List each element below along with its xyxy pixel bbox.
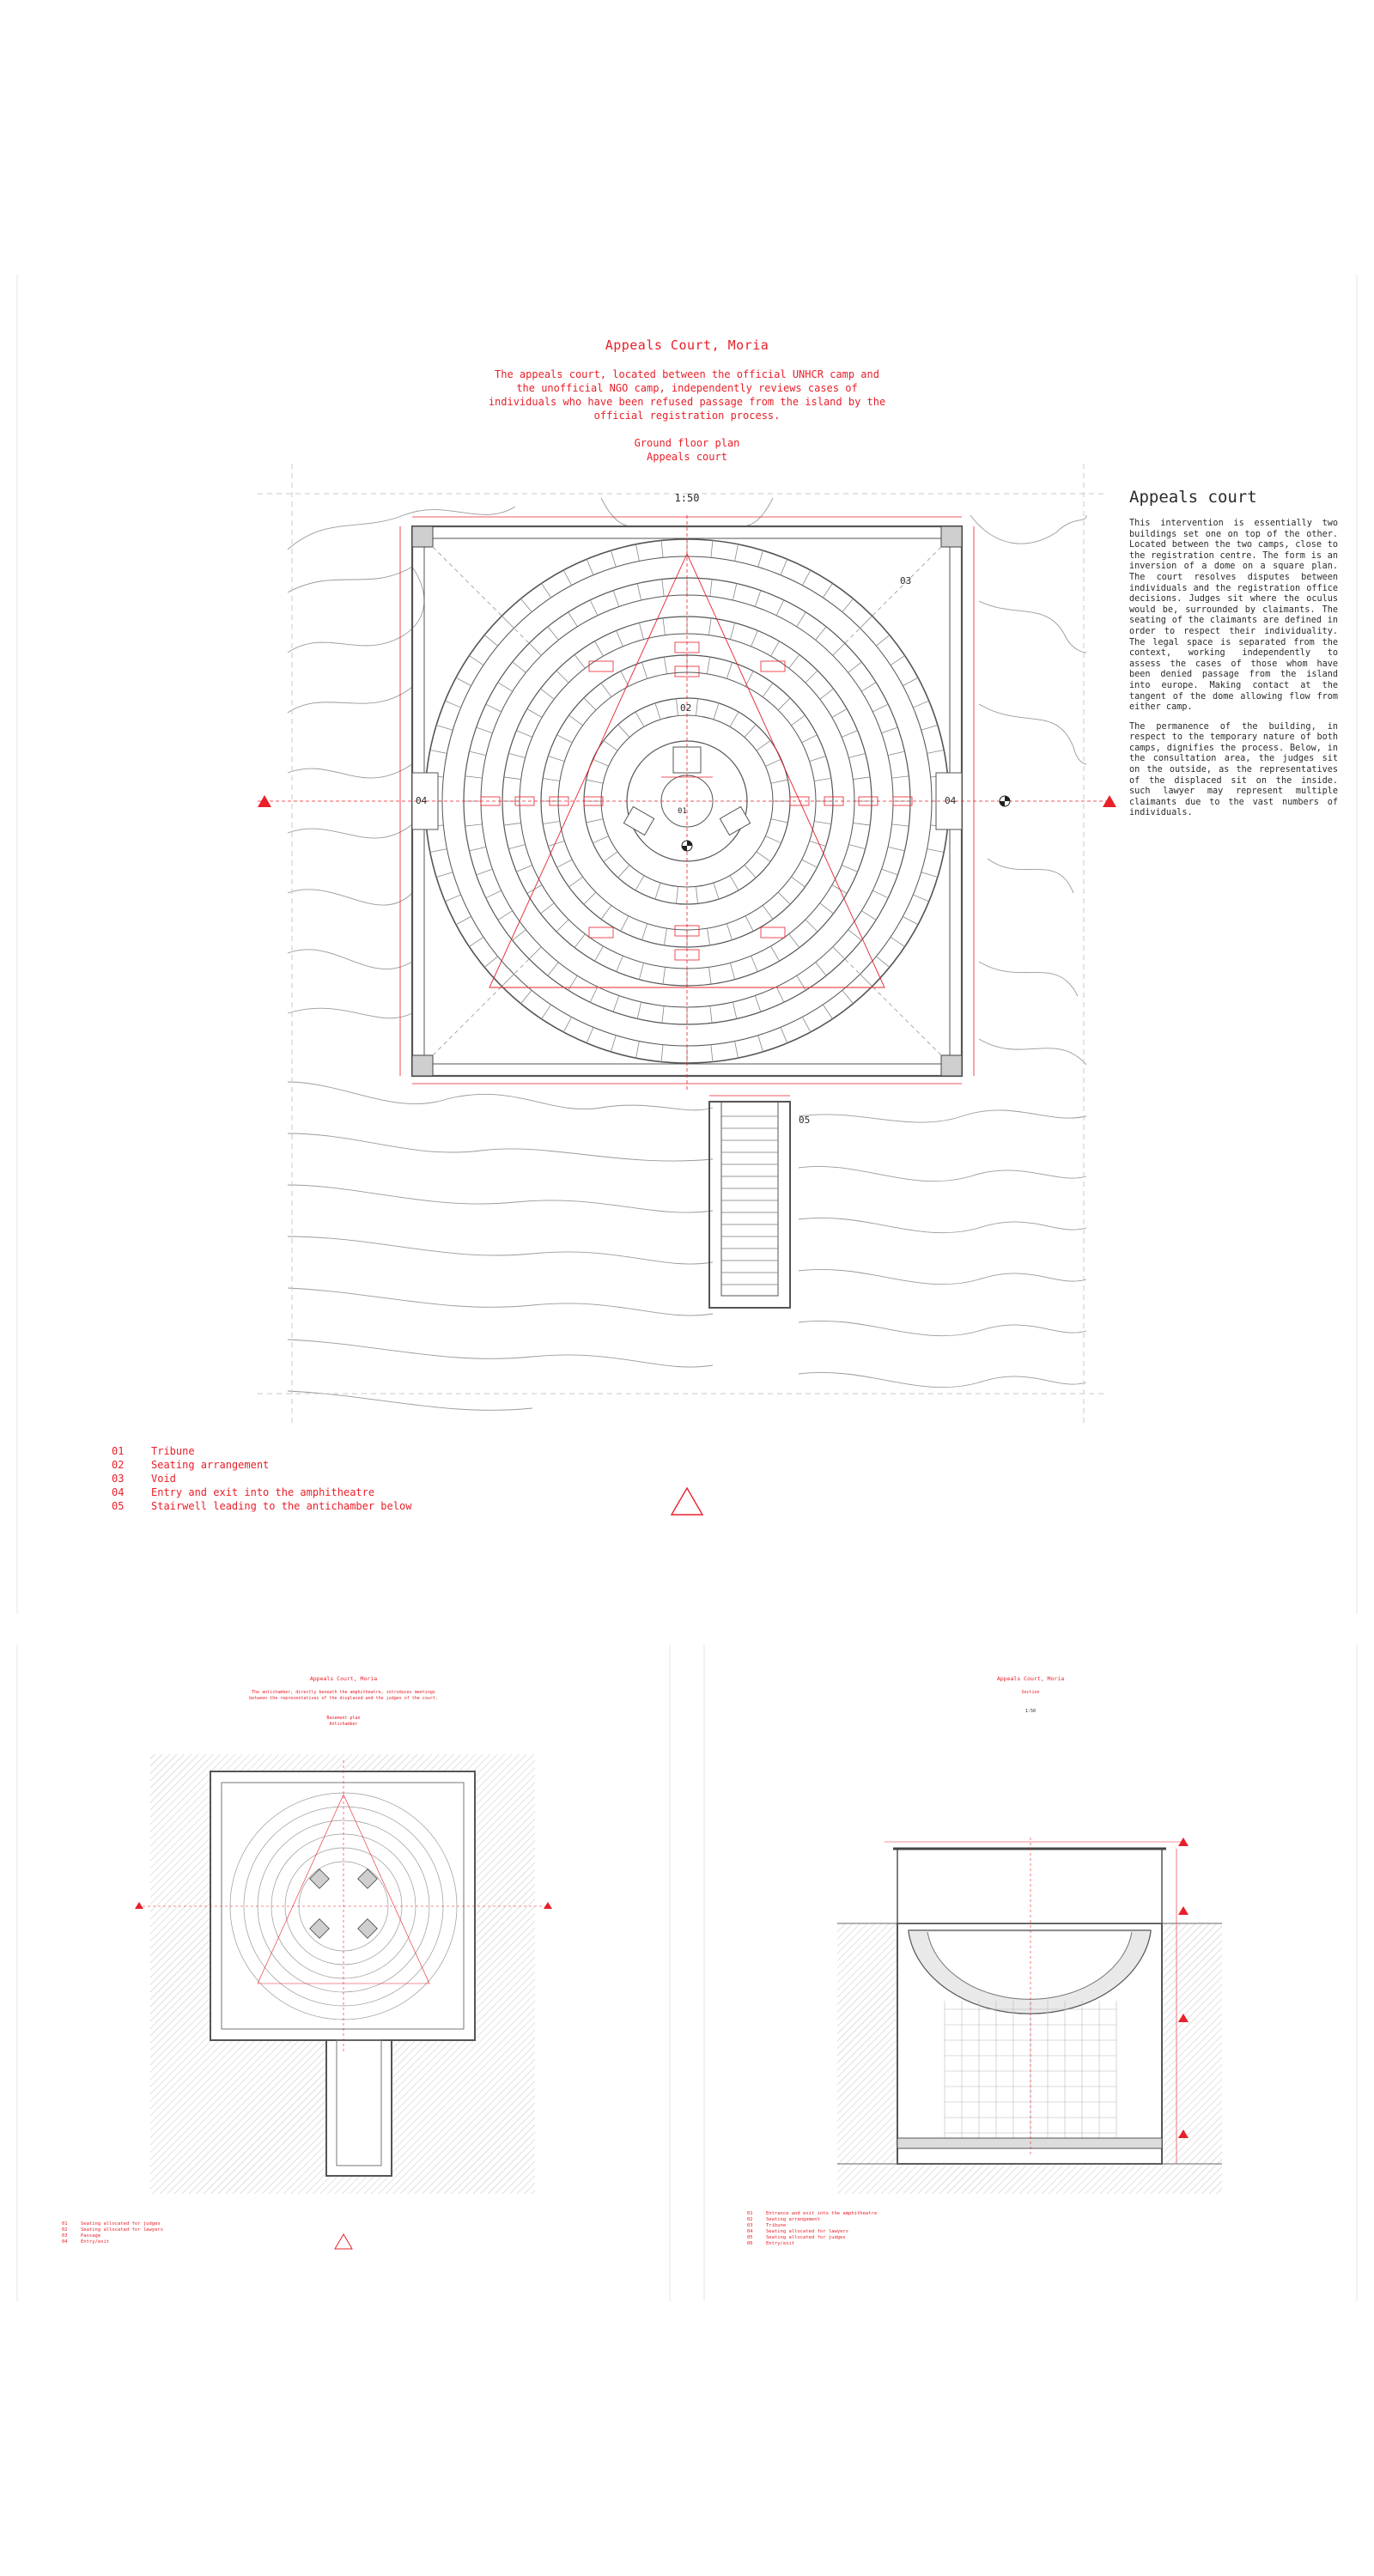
- plan-label-03: 03: [900, 575, 912, 586]
- sheet2-intro: The antichamber, directly beneath the am…: [249, 1690, 438, 1701]
- plan-label-05: 05: [799, 1115, 811, 1126]
- sheet1-intro: The appeals court, located between the o…: [488, 368, 886, 422]
- sheet1-title: Appeals Court, Moria: [605, 337, 769, 353]
- side-column: Appeals court This intervention is essen…: [1129, 488, 1338, 828]
- sheet3-title: Appeals Court, Moria: [996, 1675, 1065, 1682]
- north-triangle-icon: [670, 1486, 704, 1516]
- section-markers: [258, 795, 1116, 852]
- sheet2-plan-title: Basement plan: [326, 1716, 361, 1721]
- plan-label-02: 02: [680, 702, 692, 714]
- sheet2-title: Appeals Court, Moria: [309, 1675, 378, 1682]
- sheet1-plan-title: Ground floor plan: [634, 437, 740, 449]
- side-heading: Appeals court: [1129, 488, 1257, 507]
- plan-label-04-right: 04: [945, 795, 957, 806]
- sheet1-plan-subtitle: Appeals court: [647, 451, 727, 463]
- side-paragraph-2: The permanence of the building, in respe…: [1129, 721, 1338, 818]
- lower-sheet-frames: [16, 1644, 1358, 2301]
- plan-label-04-left: 04: [416, 795, 428, 806]
- site-guides: [258, 464, 1108, 1425]
- section-drawing: [837, 1838, 1222, 2194]
- plan-label-01: 01: [678, 807, 687, 816]
- sheet3-subtitle: Section: [1021, 1690, 1040, 1695]
- sheet1-frame: [16, 275, 1358, 1614]
- basement-plan: [135, 1754, 552, 2250]
- sheet3-scale: 1:50: [1024, 1709, 1037, 1714]
- side-paragraph-1: This intervention is essentially two bui…: [1129, 519, 1338, 713]
- red-annotations: [258, 515, 1108, 1097]
- contour-lines: [287, 497, 1087, 1411]
- sheet1-scale: 1:50: [674, 492, 700, 504]
- sheet2-plan-subtitle: Antichamber: [329, 1722, 358, 1727]
